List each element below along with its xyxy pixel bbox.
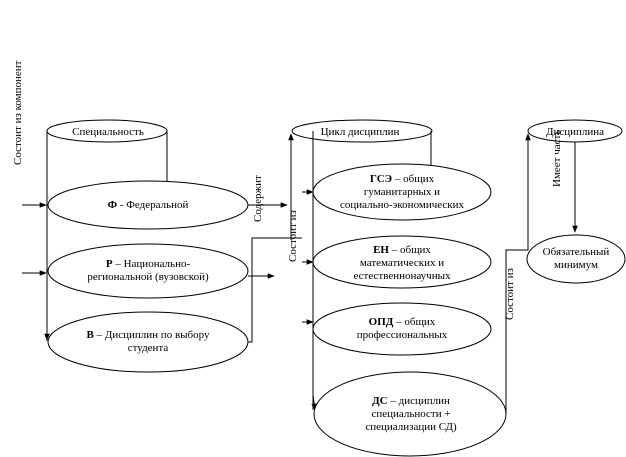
opd-ellipse [312, 302, 492, 356]
opd-line2: профессиональных [356, 329, 448, 341]
regional-line2: региональной (вузовской) [87, 271, 209, 283]
ds-line1: – дисциплин [387, 394, 450, 407]
gse-line2: гуманитарных и [363, 185, 441, 198]
opd-line1: – общих [393, 316, 436, 328]
en-line2: математических и [359, 256, 445, 269]
regional-code: Р [105, 258, 113, 270]
elective-line1: – Дисциплин по выбору [93, 329, 210, 341]
elective-line2: студента [127, 342, 169, 354]
discipline-title: Дисциплина [545, 125, 605, 138]
en-code: ЕН [373, 243, 389, 256]
en-line3: естественнонаучных [353, 269, 451, 282]
gse-line3: социально-экономических [339, 198, 465, 211]
regional-node: Р – Национально-региональной (вузовской) [50, 254, 246, 288]
federal-code: Ф [107, 198, 118, 211]
gse-line1: – общих [392, 172, 435, 185]
elective-connector [248, 237, 302, 343]
ds-line2: специальности + [371, 407, 451, 420]
federal-node: Ф - Федеральной [50, 190, 246, 220]
ds-code: ДС [372, 394, 388, 407]
regional-line1: – Национально- [112, 258, 191, 270]
cycle-title: Цикл дисциплин [320, 125, 400, 138]
minimum-line2: минимум [554, 259, 598, 271]
consists-of-label-2: Состоит из [504, 268, 516, 320]
contains-label: Содержит [252, 175, 264, 222]
specialty-title: Специальность [72, 125, 144, 138]
ds-to-discipline-connector [505, 133, 531, 414]
opd-code: ОПД [368, 316, 394, 328]
cycle-cylinder-top [291, 119, 433, 143]
regional-ellipse [47, 243, 249, 299]
federal-text: - Федеральной [117, 198, 189, 211]
en-line1: – общих [388, 243, 431, 256]
en-ellipse [312, 235, 492, 289]
gse-ellipse [312, 163, 492, 221]
consists-of-label-1: Состоит из [287, 210, 299, 262]
consists-of-components-label: Состоит из компонент [12, 60, 24, 165]
gse-code: ГСЭ [369, 172, 393, 185]
minimum-ellipse [526, 234, 626, 284]
elective-code: В [86, 329, 94, 341]
ds-line3: специализации СД) [365, 420, 457, 433]
minimum-line1: Обязательный [542, 246, 610, 258]
